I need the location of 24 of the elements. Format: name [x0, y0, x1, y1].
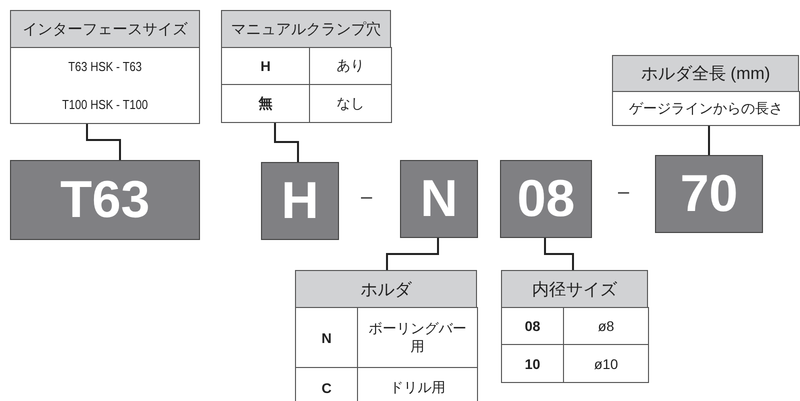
separator-dash: – [618, 181, 630, 204]
table-cell: ゲージラインからの長さ [612, 91, 800, 126]
connector-line [386, 238, 439, 270]
code-box: 70 [655, 155, 763, 233]
table-cell: なし [309, 84, 392, 123]
connector-line [544, 238, 574, 270]
table-header: ホルダ全長 (mm) [612, 55, 799, 92]
table-header: 内径サイズ [501, 270, 648, 308]
separator-dash: – [361, 186, 372, 209]
table-cell: ø10 [563, 344, 649, 383]
connector-line [708, 126, 710, 155]
code-box: N [400, 160, 478, 238]
connector-line [274, 123, 299, 162]
table-cell: 10 [501, 344, 564, 383]
table-header: マニュアルクランプ穴 [221, 10, 391, 48]
code-box: 08 [500, 160, 592, 238]
code-box: T63 [10, 160, 200, 240]
table-cell-text: T100 HSK - T100 [61, 96, 149, 114]
table-cell: 無 [221, 84, 310, 123]
table-header: インターフェースサイズ [10, 10, 200, 48]
code-box: H [261, 162, 339, 240]
table-cell-text: T63 HSK - T63 [67, 58, 143, 76]
table-header: ホルダ [295, 270, 477, 308]
connector-line [86, 124, 121, 160]
